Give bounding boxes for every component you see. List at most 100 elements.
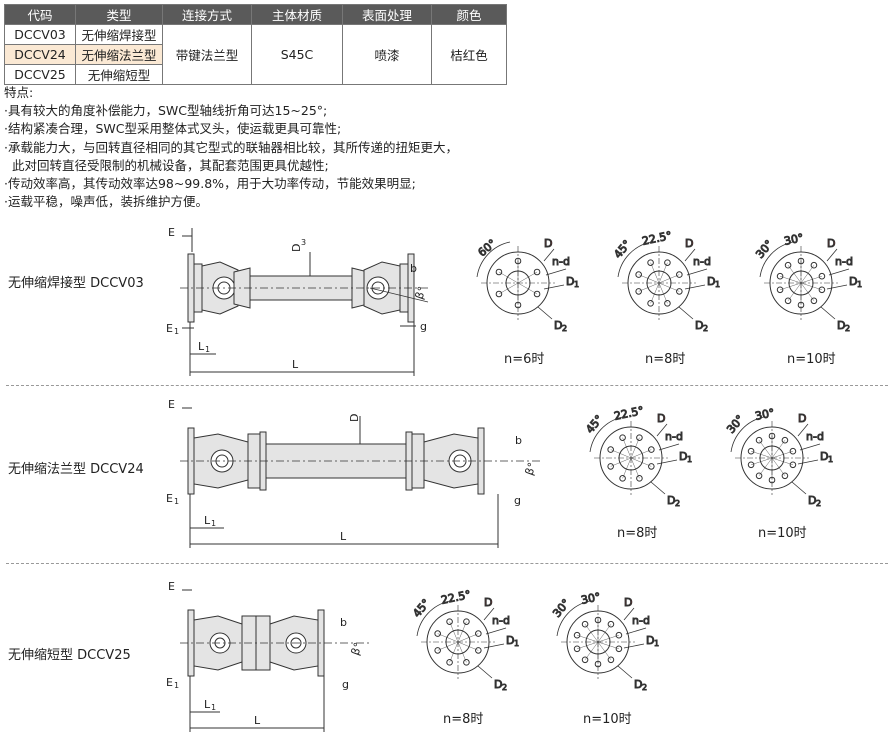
dim-g: g — [514, 494, 521, 507]
col-header-type: 类型 — [75, 4, 163, 25]
dim-e1: E — [166, 322, 173, 335]
bolt-hole — [533, 290, 541, 298]
angle-label: 30° — [753, 238, 775, 261]
view-label-n10: n=10时 — [787, 352, 836, 367]
bolt-hole — [607, 620, 615, 628]
dim-beta: β° — [523, 461, 540, 477]
angle-label: 30° — [580, 590, 602, 607]
bolt-hole — [755, 472, 763, 480]
dim-d3-sub: 3 — [301, 238, 306, 247]
spec-table: 代码 类型 连接方式 主体材质 表面处理 颜色 DCCV03 无伸缩焊接型 带键… — [4, 4, 507, 85]
col-header-connection: 连接方式 — [162, 4, 252, 25]
bolt-hole — [619, 475, 626, 482]
bolt-hole — [776, 272, 784, 280]
col-header-material: 主体材质 — [251, 4, 343, 25]
dim-d2-sub: 2 — [642, 683, 647, 692]
dim-b: b — [410, 262, 417, 275]
dim-e: E — [168, 580, 175, 593]
dim-l1-sub: 1 — [211, 519, 216, 528]
bolt-hole — [635, 271, 642, 278]
dim-d2-sub: 2 — [816, 499, 821, 508]
section-label-dccv25: 无伸缩短型 DCCV25 — [8, 648, 131, 663]
bolt-hole — [648, 446, 655, 453]
bolt-hole — [581, 620, 589, 628]
bolt-hole — [781, 472, 789, 480]
dim-g: g — [342, 678, 349, 691]
dim-d: D — [827, 237, 835, 250]
dim-b: b — [515, 434, 522, 447]
dim-l: L — [254, 714, 261, 727]
angle-label: 60° — [476, 237, 499, 259]
dim-d1-sub: 1 — [857, 280, 862, 289]
bolt-hole — [647, 259, 654, 266]
section-label-dccv24: 无伸缩法兰型 DCCV24 — [8, 462, 144, 477]
dim-d2-sub: 2 — [562, 324, 567, 333]
dim-d2-sub: 2 — [703, 324, 708, 333]
dim-d: D — [544, 237, 552, 250]
dim-d1: D — [679, 450, 687, 463]
dim-l: L — [340, 530, 347, 543]
cell-code: DCCV03 — [4, 24, 76, 45]
bolt-hole — [495, 290, 503, 298]
dim-d1-sub: 1 — [514, 639, 519, 648]
bolt-hole — [781, 436, 789, 444]
dim-d1: D — [849, 275, 857, 288]
section-divider — [6, 563, 888, 564]
cell-type: 无伸缩法兰型 — [75, 44, 163, 65]
dim-e1-sub: 1 — [174, 681, 179, 690]
angle-label: 45° — [583, 413, 605, 436]
view-label-n8: n=8时 — [617, 526, 658, 541]
side-view-dccv24: E D b β° E 1 g L 1 L — [166, 398, 540, 548]
dim-d1: D — [506, 634, 514, 647]
bolt-hole — [818, 286, 826, 294]
dim-d2: D — [667, 494, 675, 507]
dim-d: D — [624, 596, 632, 609]
bolt-hole — [635, 288, 642, 295]
dim-d: D — [484, 596, 492, 609]
bolt-hole — [636, 434, 643, 441]
dim-n-d: n-d — [492, 614, 510, 627]
angle-label: 22.5° — [641, 229, 673, 248]
bolt-hole — [676, 288, 683, 295]
dim-n-d: n-d — [632, 614, 650, 627]
feature-item: ·承载能力大，与回转直径相同的其它型式的联轴器相比较，其所传递的扭矩更大， — [4, 139, 458, 155]
bolt-hole — [810, 297, 818, 305]
table-row: DCCV03 无伸缩焊接型 带键法兰型 S45C 喷漆 桔红色 — [4, 24, 507, 85]
cell-material: S45C — [251, 24, 343, 85]
angle-label: 30° — [724, 413, 746, 436]
bolt-hole — [647, 300, 654, 307]
feature-item: ·传动效率高，其传动效率达98~99.8%，用于大功率传动，节能效果明显; — [4, 176, 416, 192]
bolt-hole — [776, 286, 784, 294]
col-header-color: 颜色 — [431, 4, 507, 25]
feature-item: ·具有较大的角度补偿能力，SWC型轴线折角可达15~25°; — [4, 103, 328, 119]
bolt-hole — [607, 463, 614, 470]
dim-d1: D — [707, 275, 715, 288]
bolt-hole — [676, 271, 683, 278]
bolt-hole — [648, 463, 655, 470]
bolt-hole — [607, 656, 615, 664]
cell-type: 无伸缩短型 — [75, 64, 163, 85]
dim-e: E — [168, 226, 175, 239]
dim-d2: D — [695, 319, 703, 332]
feature-item: ·运载平稳，噪声低，装拆维护方便。 — [4, 194, 208, 210]
bolt-hole — [495, 268, 503, 276]
dim-d1-sub: 1 — [687, 455, 692, 464]
dim-beta: β° — [413, 285, 430, 301]
dim-d: D — [685, 237, 693, 250]
bolt-hole — [747, 461, 755, 469]
dim-l1: L — [204, 698, 211, 711]
feature-item: ·结构紧凑合理，SWC型采用整体式叉头，使运载更具可靠性; — [4, 121, 342, 137]
angle-label: 22.5° — [440, 588, 472, 607]
dim-d2: D — [808, 494, 816, 507]
dim-n-d: n-d — [806, 430, 824, 443]
features-title: 特点: — [4, 85, 34, 100]
dim-d1-sub: 1 — [715, 280, 720, 289]
dim-d2-sub: 2 — [845, 324, 850, 333]
side-view-dccv03: E D 3 b β° E 1 g L 1 L — [166, 226, 430, 376]
bolt-hole — [664, 259, 671, 266]
view-label-n10: n=10时 — [583, 712, 632, 727]
bolt-hole — [818, 272, 826, 280]
angle-label: 30° — [783, 231, 805, 248]
